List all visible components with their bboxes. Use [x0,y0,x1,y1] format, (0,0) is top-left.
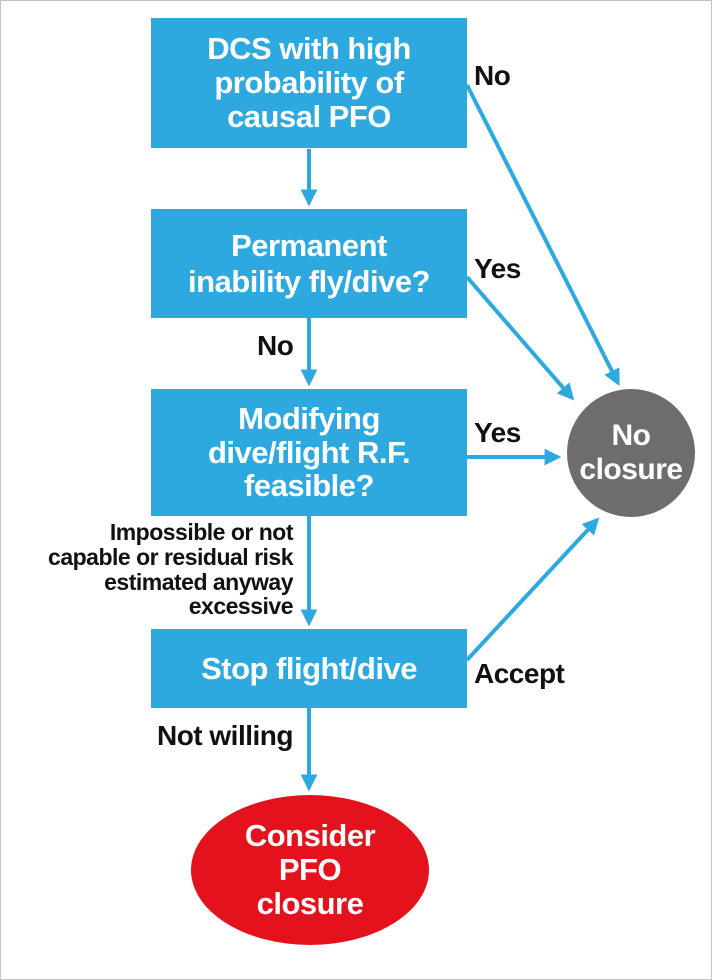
no-closure-circle: No closure [567,389,695,517]
consider-pfo-closure-ellipse: Consider PFO closure [191,795,429,945]
label-permanent-no: No [257,330,294,361]
permanent-inability-box: Permanent inability fly/dive? [151,209,467,318]
modifying-risk-factors-box: Modifying dive/flight R.F. feasible? [151,389,467,516]
arrow-stop-to-no-closure [465,517,600,662]
start-box: DCS with high probability of causal PFO [151,18,467,148]
label-start-no: No [474,60,511,91]
arrow-permanent-to-no-closure [465,275,575,401]
label-modifying-impossible: Impossible or not capable or residual ri… [48,519,293,620]
label-stop-accept: Accept [474,658,565,689]
label-stop-not-willing: Not willing [156,720,294,751]
label-permanent-yes: Yes [474,253,521,284]
arrow-start-to-no-closure [465,84,620,386]
stop-flight-dive-box: Stop flight/dive [151,629,467,708]
label-modifying-yes: Yes [474,417,521,448]
